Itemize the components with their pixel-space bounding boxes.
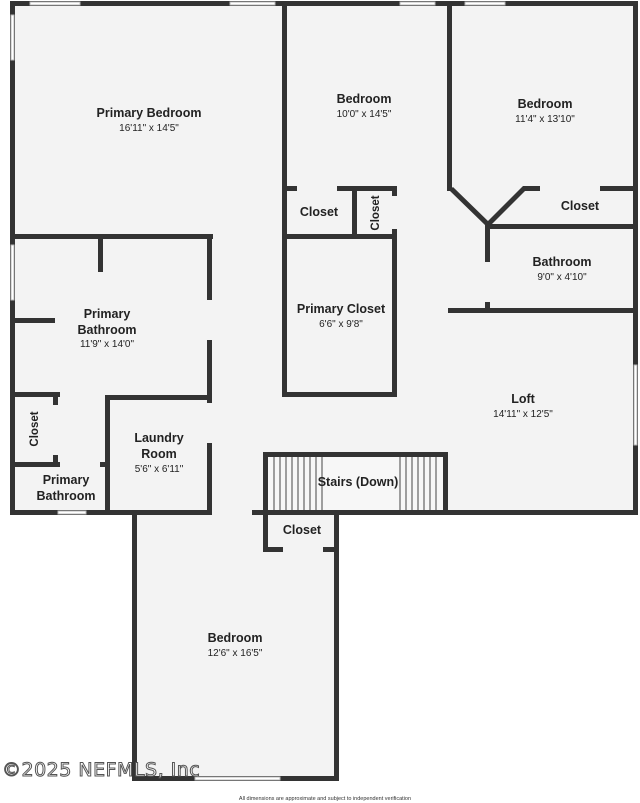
upper-floor-area xyxy=(10,2,637,514)
stairs-label: Stairs (Down) xyxy=(318,475,399,489)
windows xyxy=(10,1,638,781)
copyright-watermark: ©2025 NEFMLS, Inc xyxy=(2,759,200,781)
closet-left-label: Closet xyxy=(29,411,41,446)
primary-closet-label: Primary Closet xyxy=(297,302,386,316)
primary-bathroom-small-label-line2: Bathroom xyxy=(36,489,95,503)
primary-bedroom-label: Primary Bedroom xyxy=(97,106,202,120)
laundry-room-dims: 5'6" x 6'11" xyxy=(135,464,184,475)
primary-bedroom-dims: 16'11" x 14'5" xyxy=(119,123,179,134)
disclaimer-text: All dimensions are approximate and subje… xyxy=(239,796,411,802)
door-openings xyxy=(52,185,600,553)
loft-dims: 14'11" x 12'5" xyxy=(493,409,553,420)
bedroom-top-center-dims: 10'0" x 14'5" xyxy=(337,109,392,120)
loft-label: Loft xyxy=(511,392,535,406)
laundry-room-label-line1: Laundry xyxy=(134,431,183,445)
closet-narrow-label: Closet xyxy=(370,195,382,230)
primary-closet-dims: 6'6" x 9'8" xyxy=(319,319,363,330)
bedroom-top-center-label: Bedroom xyxy=(337,92,392,106)
stairs-treads xyxy=(268,457,443,510)
bedroom-bottom-dims: 12'6" x 16'5" xyxy=(208,648,263,659)
primary-bathroom-small-label-line1: Primary xyxy=(43,473,90,487)
bedroom-top-right-label: Bedroom xyxy=(518,97,573,111)
laundry-room-label-line2: Room xyxy=(141,447,176,461)
lower-bedroom-floor xyxy=(132,512,338,780)
bathroom-right-label: Bathroom xyxy=(532,255,591,269)
primary-bathroom-label-line2: Bathroom xyxy=(77,323,136,337)
bedroom-top-right-dims: 11'4" x 13'10" xyxy=(515,114,575,125)
primary-bathroom-dims: 11'9" x 14'0" xyxy=(80,339,135,350)
closet-right-label: Closet xyxy=(561,199,600,213)
closet-lower-label: Closet xyxy=(283,523,322,537)
bathroom-right-dims: 9'0" x 4'10" xyxy=(537,272,587,283)
primary-bathroom-label-line1: Primary xyxy=(84,307,131,321)
bedroom-bottom-label: Bedroom xyxy=(208,631,263,645)
closet-center-label: Closet xyxy=(300,205,339,219)
